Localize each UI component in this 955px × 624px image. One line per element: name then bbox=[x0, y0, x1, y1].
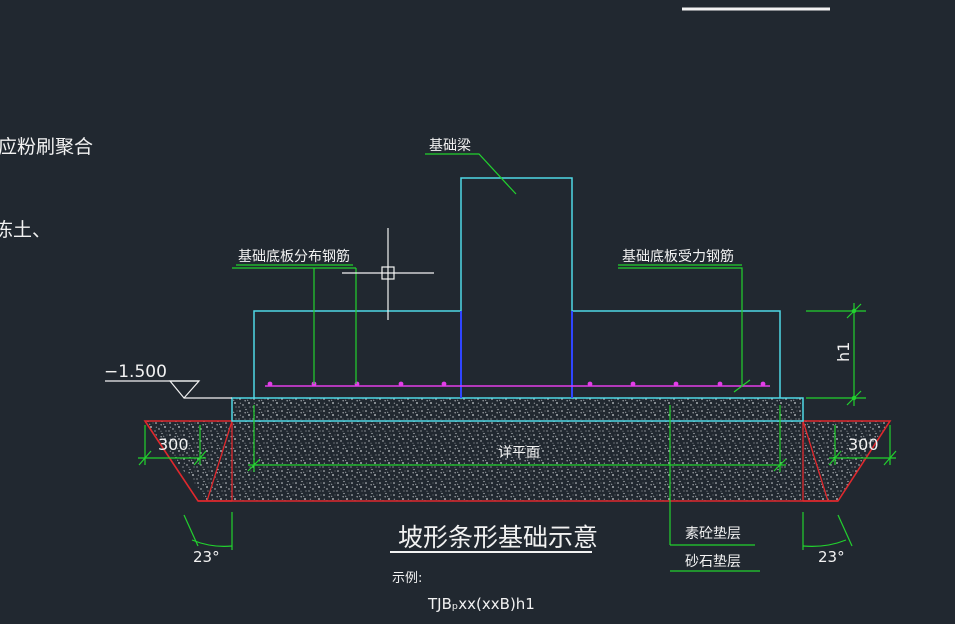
label-gravel-cushion: 砂石垫层 bbox=[685, 554, 741, 570]
dim-300-right-label: 300 bbox=[848, 435, 879, 454]
angle-right-label: 23° bbox=[818, 548, 845, 566]
slope-line-right bbox=[802, 420, 829, 502]
label-plain-concrete-cushion: 素砼垫层 bbox=[685, 526, 741, 542]
dim-h1-tick-bottom bbox=[851, 395, 857, 401]
example-label: 示例: bbox=[392, 571, 422, 586]
elevation-mark bbox=[105, 380, 232, 399]
side-note-2: 冻土、 bbox=[0, 219, 51, 241]
label-main-rebar: 基础底板受力钢筋 bbox=[622, 248, 734, 265]
dim-h1-tick-top bbox=[851, 308, 857, 314]
elevation-label: −1.500 bbox=[104, 362, 167, 382]
leader-foundation-beam bbox=[425, 153, 517, 195]
dim-300-left bbox=[138, 425, 207, 466]
leader-main-rebar bbox=[618, 264, 751, 393]
dim-detail bbox=[247, 405, 787, 472]
example-formula: TJBₚxx(xxB)h1 bbox=[427, 595, 535, 613]
label-distribution-rebar: 基础底板分布钢筋 bbox=[238, 248, 350, 265]
leader-cushion bbox=[669, 405, 760, 572]
dim-300-left-label: 300 bbox=[158, 435, 189, 454]
angle-left-label: 23° bbox=[193, 548, 220, 566]
gravel-cushion-body bbox=[145, 421, 232, 501]
drawing-title: 坡形条形基础示意 bbox=[398, 523, 598, 552]
label-foundation-beam: 基础梁 bbox=[429, 137, 471, 154]
slope-line-left bbox=[206, 420, 233, 502]
side-note-1: 应粉刷聚合 bbox=[0, 136, 93, 158]
angle-left bbox=[183, 512, 233, 550]
detail-note: 详平面 bbox=[498, 445, 540, 461]
gravel-cushion-right bbox=[803, 421, 890, 501]
leader-distribution-rebar bbox=[232, 264, 357, 384]
concrete-cushion bbox=[231, 397, 804, 422]
footing-outline bbox=[253, 177, 781, 398]
cad-cursor[interactable] bbox=[342, 228, 434, 320]
angle-right bbox=[802, 512, 853, 550]
gravel-cushion-core bbox=[232, 421, 803, 501]
dim-h1-label: h1 bbox=[834, 342, 853, 362]
dim-300-right bbox=[828, 425, 897, 466]
